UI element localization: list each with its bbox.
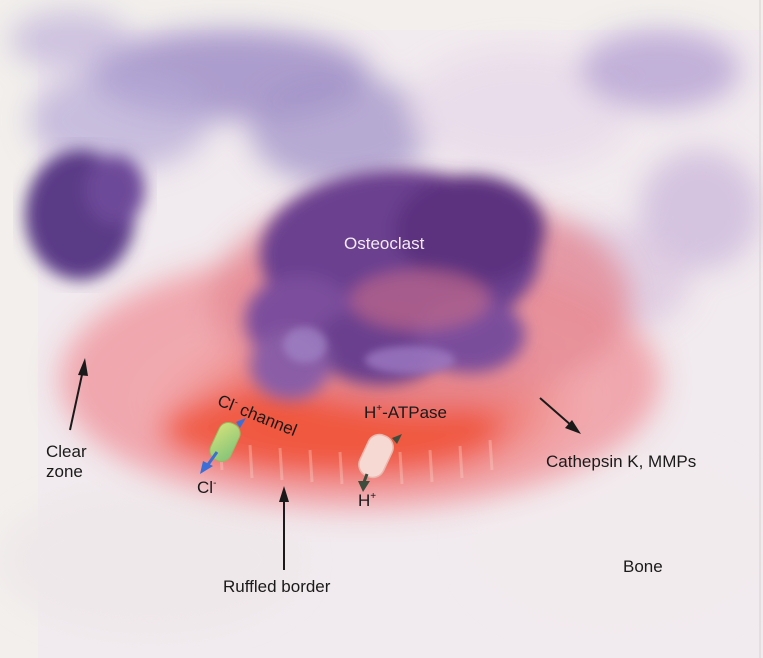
ruffled-border-label: Ruffled border bbox=[223, 577, 330, 597]
bone-label: Bone bbox=[623, 557, 663, 577]
osteoclast-label: Osteoclast bbox=[344, 234, 424, 254]
h-atpase-rest: -ATPase bbox=[382, 403, 447, 422]
h-ion-sup: + bbox=[370, 491, 376, 502]
cl-ion-label: Cl- bbox=[197, 478, 216, 498]
cl-ion-sup: - bbox=[213, 478, 216, 489]
cl-ion-base: Cl bbox=[197, 478, 213, 497]
h-ion-H: H bbox=[358, 491, 370, 510]
h-atpase-H: H bbox=[364, 403, 376, 422]
clear-zone-label: Clear zone bbox=[46, 442, 106, 483]
h-ion-label: H+ bbox=[358, 491, 376, 511]
clear-zone-label-line1: Clear bbox=[46, 442, 106, 462]
clear-zone-label-line2: zone bbox=[46, 462, 106, 482]
cathepsin-label: Cathepsin K, MMPs bbox=[546, 452, 696, 472]
h-atpase-label: H+-ATPase bbox=[364, 403, 447, 423]
